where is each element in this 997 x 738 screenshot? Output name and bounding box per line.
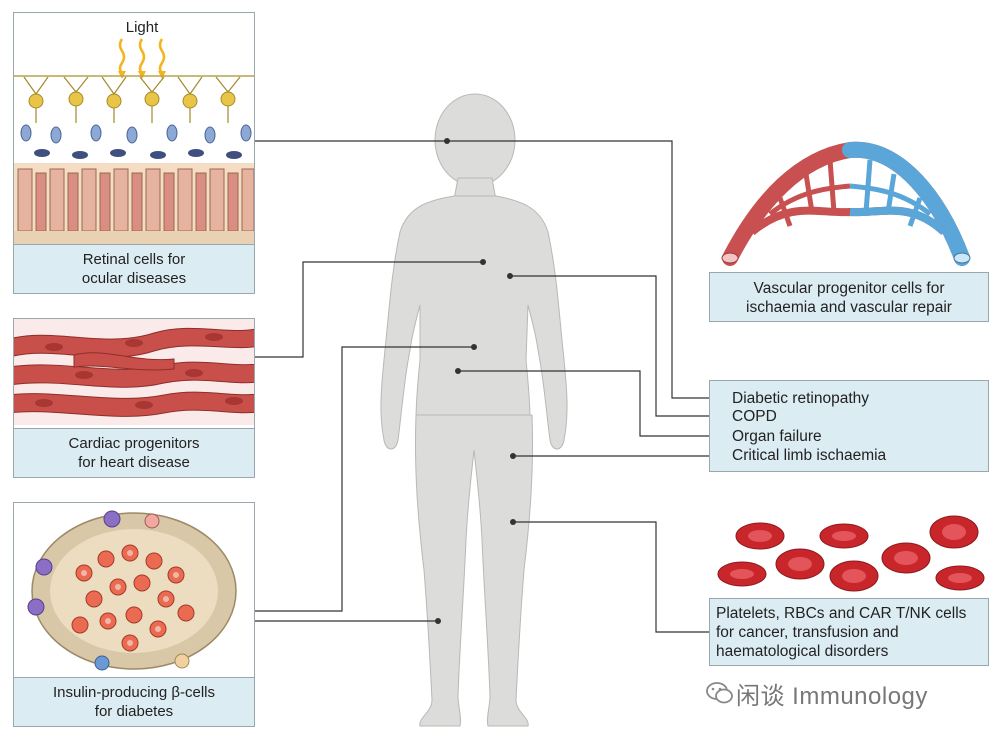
retinal-caption-line1: Retinal cells for bbox=[82, 251, 186, 268]
beta-caption-line2: for diabetes bbox=[94, 703, 174, 720]
beta-caption: Insulin-producing β-cells for diabetes bbox=[14, 677, 254, 726]
beta-caption-line1: Insulin-producing β-cells bbox=[52, 684, 216, 701]
connector-lines bbox=[255, 140, 712, 633]
wechat-icon bbox=[706, 682, 733, 704]
vascular-caption-line1: Vascular progenitor cells for bbox=[753, 280, 945, 297]
cardiac-muscle-illustration bbox=[14, 319, 254, 425]
retinal-cells-panel: Light bbox=[13, 12, 255, 294]
photoreceptor-cells bbox=[17, 168, 254, 232]
cardiac-caption: Cardiac progenitors for heart disease bbox=[14, 428, 254, 477]
cardiac-caption-line2: for heart disease bbox=[78, 454, 190, 471]
vascular-caption-line2: ischaemia and vascular repair bbox=[746, 299, 952, 316]
light-label: Light bbox=[126, 19, 159, 36]
vascular-network-illustration bbox=[721, 141, 971, 266]
cardiac-caption-line1: Cardiac progenitors bbox=[68, 435, 200, 452]
retinal-caption-line2: ocular diseases bbox=[81, 270, 187, 287]
beta-cells-panel: Insulin-producing β-cells for diabetes bbox=[13, 502, 255, 727]
islet-illustration bbox=[27, 510, 237, 671]
condition-organ-failure: Organ failure bbox=[732, 428, 822, 445]
blood-cells-box: Platelets, RBCs and CAR T/NK cells for c… bbox=[709, 598, 989, 666]
conditions-list-box: Diabetic retinopathy COPD Organ failure … bbox=[709, 380, 989, 472]
bipolar-cells bbox=[20, 124, 252, 144]
retinal-caption: Retinal cells for ocular diseases bbox=[14, 244, 254, 293]
condition-copd: COPD bbox=[732, 408, 777, 425]
vascular-progenitor-box: Vascular progenitor cells for ischaemia … bbox=[709, 272, 989, 322]
blood-caption-line3: haematological disorders bbox=[716, 643, 889, 660]
immune-cells bbox=[27, 510, 190, 671]
condition-diabetic-retinopathy: Diabetic retinopathy bbox=[732, 390, 869, 407]
light-rays-icon bbox=[118, 38, 166, 74]
human-body-silhouette bbox=[380, 93, 568, 727]
red-blood-cells-illustration bbox=[717, 515, 985, 592]
blood-caption-line2: for cancer, transfusion and bbox=[716, 624, 899, 641]
blood-caption-line1: Platelets, RBCs and CAR T/NK cells bbox=[716, 605, 967, 622]
condition-critical-limb-ischaemia: Critical limb ischaemia bbox=[732, 447, 887, 464]
watermark-text: 闲谈 Immunology bbox=[736, 683, 928, 710]
cardiac-progenitors-panel: Cardiac progenitors for heart disease bbox=[13, 318, 255, 478]
